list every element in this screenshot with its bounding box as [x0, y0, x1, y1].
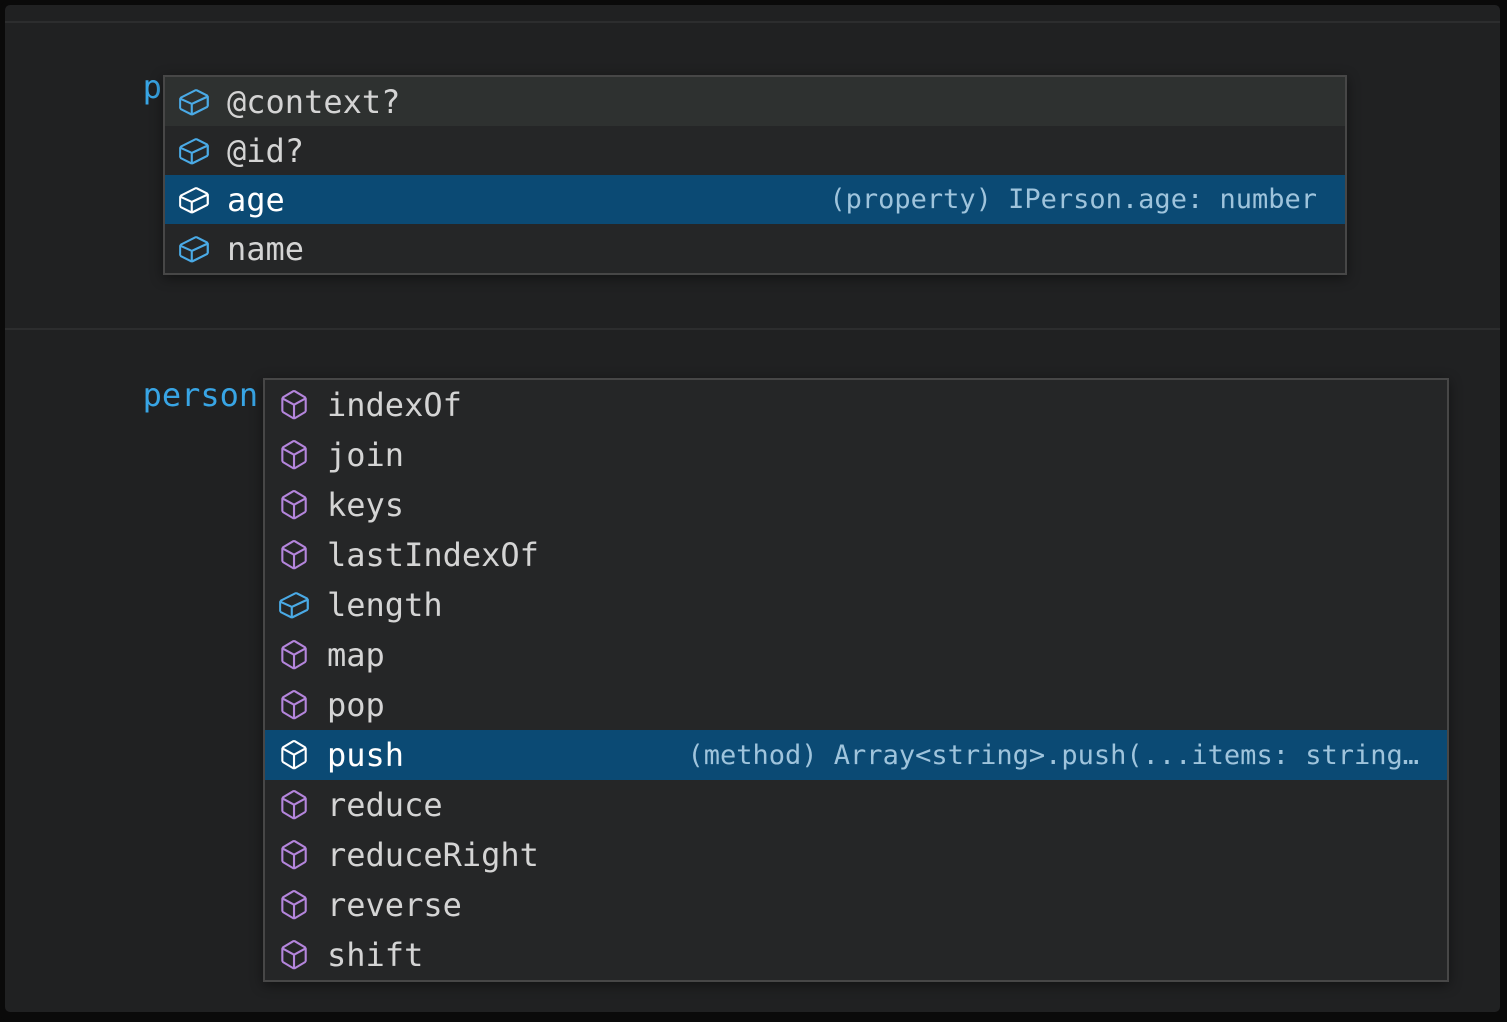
line-highlight-border	[5, 21, 1500, 23]
intellisense-suggest-widget: indexOf join keys lastIndexOf length map	[263, 378, 1449, 982]
symbol-method-icon	[281, 840, 307, 870]
suggestion-detail: (method) Array<string>.push(...items: st…	[687, 739, 1420, 771]
code-editor[interactable]: person.; @context? @id? age (property) I…	[5, 5, 1500, 1012]
symbol-method-icon	[281, 390, 307, 420]
suggestion-label: age	[227, 180, 285, 219]
suggestion-label: reduce	[327, 786, 443, 824]
symbol-method-icon	[281, 640, 307, 670]
suggestion-item[interactable]: @id?	[165, 126, 1345, 175]
suggestion-label: join	[327, 436, 405, 474]
code-line-2[interactable]: person.name.;	[27, 332, 393, 414]
suggestion-label: @id?	[227, 131, 305, 170]
suggestion-item[interactable]: reduceRight	[265, 830, 1447, 880]
symbol-method-icon	[281, 540, 307, 570]
symbol-method-icon	[281, 790, 307, 820]
suggestion-item[interactable]: reverse	[265, 880, 1447, 930]
suggestion-label: lastIndexOf	[327, 536, 539, 574]
symbol-field-icon	[179, 235, 209, 262]
symbol-field-icon	[179, 88, 209, 115]
token-variable: person	[142, 376, 259, 414]
suggestion-item[interactable]: keys	[265, 480, 1447, 530]
suggestion-item[interactable]: join	[265, 430, 1447, 480]
suggestion-label: reduceRight	[327, 836, 539, 874]
suggestion-item-selected[interactable]: age (property) IPerson.age: number	[165, 175, 1345, 224]
suggestion-label: reverse	[327, 886, 462, 924]
symbol-method-icon	[281, 440, 307, 470]
symbol-method-icon	[281, 740, 307, 770]
suggestion-item[interactable]: pop	[265, 680, 1447, 730]
symbol-method-icon	[281, 490, 307, 520]
suggestion-label: keys	[327, 486, 405, 524]
suggestion-label: length	[327, 586, 443, 624]
suggestion-item[interactable]: @context?	[165, 77, 1345, 126]
symbol-method-icon	[281, 940, 307, 970]
suggestion-item[interactable]: shift	[265, 930, 1447, 980]
suggestion-label: pop	[327, 686, 385, 724]
suggestion-label: map	[327, 636, 385, 674]
suggestion-label: @context?	[227, 82, 401, 121]
suggestion-label: indexOf	[327, 386, 462, 424]
suggestion-item[interactable]: indexOf	[265, 380, 1447, 430]
suggestion-item[interactable]: map	[265, 630, 1447, 680]
suggestion-item[interactable]: lastIndexOf	[265, 530, 1447, 580]
suggestion-item-selected[interactable]: push (method) Array<string>.push(...item…	[265, 730, 1447, 780]
suggestion-label: name	[227, 229, 305, 268]
line-highlight-border	[5, 328, 1500, 330]
suggestion-item[interactable]: reduce	[265, 780, 1447, 830]
suggestion-item[interactable]: length	[265, 580, 1447, 630]
suggestion-label: push	[327, 736, 405, 774]
symbol-field-icon	[179, 137, 209, 164]
suggestion-item[interactable]: name	[165, 224, 1345, 273]
symbol-method-icon	[281, 690, 307, 720]
suggestion-detail: (property) IPerson.age: number	[829, 184, 1317, 215]
symbol-field-icon	[179, 186, 209, 213]
symbol-field-icon	[279, 592, 309, 619]
suggestion-label: shift	[327, 936, 424, 974]
symbol-method-icon	[281, 890, 307, 920]
intellisense-suggest-widget: @context? @id? age (property) IPerson.ag…	[163, 75, 1347, 275]
code-line-1[interactable]: person.;	[27, 24, 297, 106]
